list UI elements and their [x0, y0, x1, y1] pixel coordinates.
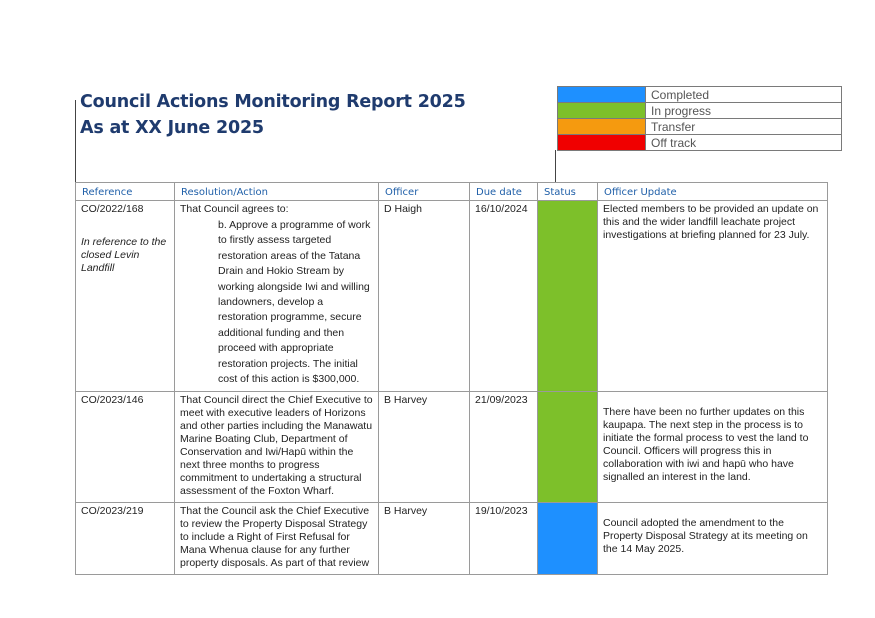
cell-resolution: That Council agrees to: b. Approve a pro… — [174, 199, 379, 393]
table-header-row: Reference Resolution/Action Officer Due … — [75, 182, 828, 201]
legend-swatch-off-track — [557, 134, 646, 151]
cell-officer-update: Council adopted the amendment to the Pro… — [597, 502, 828, 576]
legend-swatch-completed — [557, 86, 646, 103]
margin-rule-left — [75, 100, 76, 182]
legend-label-off-track: Off track — [645, 134, 842, 151]
header-due-date: Due date — [469, 182, 538, 201]
title-line-2: As at XX June 2025 — [80, 118, 264, 138]
cell-resolution: That Council direct the Chief Executive … — [174, 391, 379, 504]
header-reference: Reference — [75, 182, 175, 201]
header-status: Status — [537, 182, 598, 201]
report-title: Council Actions Monitoring Report 2025 A… — [80, 89, 466, 141]
header-officer: Officer — [378, 182, 470, 201]
table-row: CO/2023/219 That the Council ask the Chi… — [75, 502, 828, 576]
legend-label-transfer: Transfer — [645, 118, 842, 135]
actions-table: Reference Resolution/Action Officer Due … — [75, 182, 828, 576]
legend-row-completed: Completed — [557, 86, 842, 103]
legend-row-transfer: Transfer — [557, 118, 842, 135]
title-line-1: Council Actions Monitoring Report 2025 — [80, 92, 466, 112]
resolution-item: b. Approve a programme of work to firstl… — [218, 219, 371, 386]
cell-due-date: 21/09/2023 — [469, 391, 538, 504]
status-cell-in-progress — [537, 391, 598, 504]
cell-officer-update: There have been no further updates on th… — [597, 391, 828, 504]
table-row: CO/2022/168 In reference to the closed L… — [75, 199, 828, 393]
cell-due-date: 19/10/2023 — [469, 502, 538, 576]
cell-reference: CO/2023/219 — [75, 502, 175, 576]
legend-label-in-progress: In progress — [645, 102, 842, 119]
reference-code: CO/2022/168 — [81, 203, 144, 215]
update-text: Council adopted the amendment to the Pro… — [603, 517, 808, 556]
legend-label-completed: Completed — [645, 86, 842, 103]
cell-reference: CO/2022/168 In reference to the closed L… — [75, 199, 175, 393]
update-text: There have been no further updates on th… — [603, 406, 809, 484]
cell-officer-update: Elected members to be provided an update… — [597, 199, 828, 393]
cell-reference: CO/2023/146 — [75, 391, 175, 504]
header-officer-update: Officer Update — [597, 182, 828, 201]
cell-officer: B Harvey — [378, 502, 470, 576]
status-cell-in-progress — [537, 199, 598, 393]
legend-row-off-track: Off track — [557, 134, 842, 151]
header-resolution: Resolution/Action — [174, 182, 379, 201]
cell-officer: B Harvey — [378, 391, 470, 504]
cell-due-date: 16/10/2024 — [469, 199, 538, 393]
status-legend: Completed In progress Transfer Off track — [557, 86, 842, 151]
legend-row-in-progress: In progress — [557, 102, 842, 119]
cell-officer: D Haigh — [378, 199, 470, 393]
legend-swatch-transfer — [557, 118, 646, 135]
resolution-intro: That Council agrees to: — [180, 203, 289, 215]
table-row: CO/2023/146 That Council direct the Chie… — [75, 391, 828, 504]
status-cell-completed — [537, 502, 598, 576]
reference-note: In reference to the closed Levin Landfil… — [81, 236, 167, 274]
legend-swatch-in-progress — [557, 102, 646, 119]
cell-resolution: That the Council ask the Chief Executive… — [174, 502, 379, 576]
margin-rule-right — [555, 150, 556, 182]
